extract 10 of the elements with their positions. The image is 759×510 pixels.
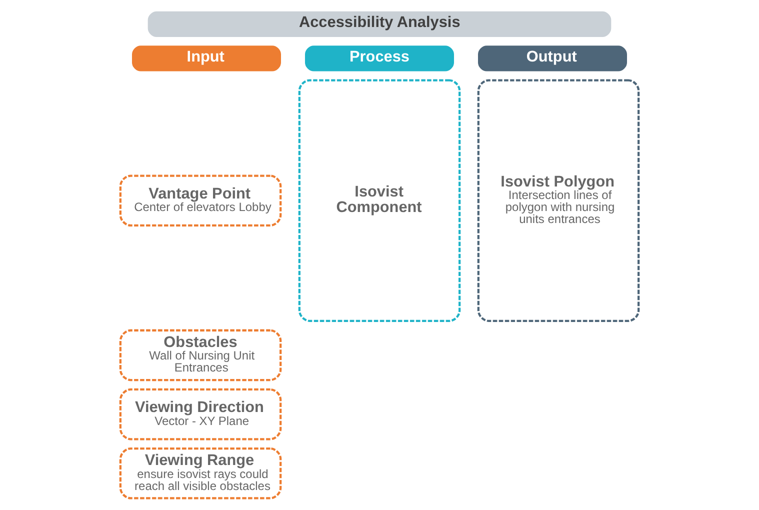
node-box: Obstacles Wall of Nursing Unit Entrances [119, 329, 282, 382]
node-box: Viewing Range ensure isovist rays could reach all visible obstacles [119, 447, 282, 500]
node-box: Isovist Polygon Intersection lines of polygon with nursing units entrances [477, 79, 640, 322]
node-box: Vantage Point Center of elevators Lobby [119, 174, 282, 227]
node-box: Process [305, 46, 454, 72]
node-box: Isovist Component [298, 79, 461, 322]
node-box: Viewing Direction Vector - XY Plane [119, 388, 282, 440]
node-box: Accessibility Analysis [148, 11, 612, 38]
node-box: Input [132, 46, 281, 72]
node-box: Output [478, 46, 628, 72]
